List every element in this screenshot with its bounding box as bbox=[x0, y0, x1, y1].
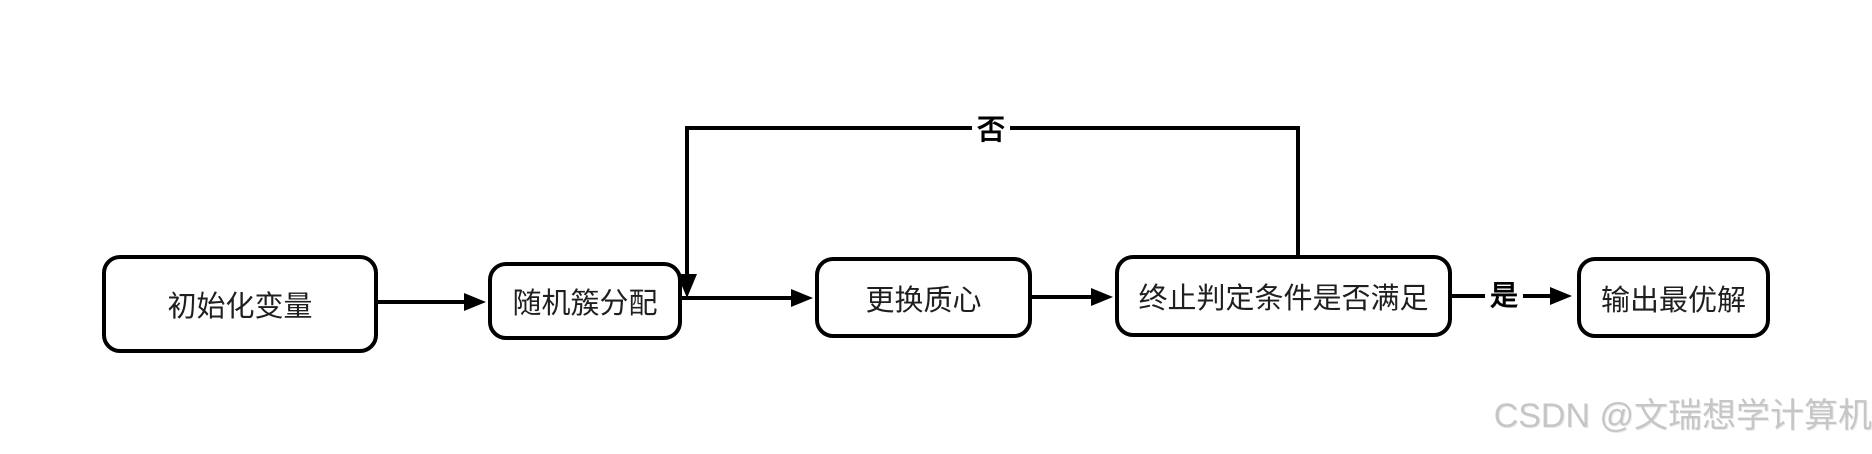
node-label: 更换质心 bbox=[865, 284, 982, 317]
edge-line bbox=[685, 126, 1300, 276]
node-random-cluster-assignment: 随机簇分配 bbox=[488, 262, 682, 340]
edge-update-to-check bbox=[1032, 288, 1113, 306]
edge-assign-to-update bbox=[682, 289, 813, 307]
csdn-watermark: CSDN @文瑞想学计算机 bbox=[1493, 397, 1872, 435]
node-label: 终止判定条件是否满足 bbox=[1138, 283, 1429, 315]
node-label: 初始化变量 bbox=[167, 291, 313, 323]
node-termination-check: 终止判定条件是否满足 bbox=[1115, 255, 1452, 337]
node-output-optimal-solution: 输出最优解 bbox=[1577, 257, 1770, 338]
node-update-centroid: 更换质心 bbox=[815, 257, 1032, 338]
edge-label-no: 否 bbox=[971, 116, 1011, 144]
edge-init-to-assign bbox=[378, 293, 486, 311]
node-label: 随机簇分配 bbox=[512, 288, 658, 320]
node-initialize-variables: 初始化变量 bbox=[102, 255, 378, 353]
arrowhead-right-icon bbox=[1550, 287, 1572, 305]
arrowhead-right-icon bbox=[464, 293, 486, 311]
arrowhead-down-icon bbox=[677, 274, 697, 298]
edge-label-yes: 是 bbox=[1484, 282, 1524, 310]
node-label: 输出最优解 bbox=[1600, 284, 1746, 317]
arrowhead-right-icon bbox=[1091, 288, 1113, 306]
arrowhead-right-icon bbox=[791, 289, 813, 307]
